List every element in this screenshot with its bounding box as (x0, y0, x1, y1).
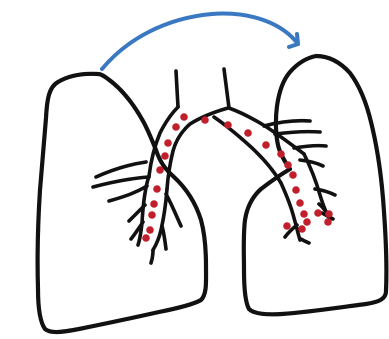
left-branch-upper (96, 162, 146, 177)
left-branch-lower-4 (166, 194, 181, 226)
red-dot (148, 211, 156, 219)
red-dot (153, 185, 161, 193)
red-dot (224, 121, 232, 129)
trachea-right-wall (224, 69, 229, 108)
spread-arrow (102, 14, 298, 69)
red-dot (324, 218, 332, 226)
red-dot (283, 222, 291, 230)
red-dot (292, 186, 300, 194)
red-dot (262, 141, 270, 149)
red-dot (298, 225, 306, 233)
right-branch-upper-1 (264, 121, 310, 126)
red-dot (303, 218, 311, 226)
red-dot (277, 150, 285, 158)
left-branch-middle (93, 177, 149, 187)
right-branch-middle-2 (300, 160, 323, 166)
left-branch-lower-6 (151, 250, 153, 263)
trachea-left-wall (176, 71, 178, 107)
red-dot (300, 210, 308, 218)
red-dot (284, 161, 292, 169)
right-branch-upper-2 (275, 132, 320, 134)
red-dot (244, 129, 252, 137)
right-branch-lower-4 (301, 239, 309, 243)
right-branch-middle-1 (294, 146, 326, 148)
red-dot (296, 199, 304, 207)
red-dot (172, 123, 180, 131)
red-dot (201, 116, 209, 124)
red-dot (325, 210, 333, 218)
left-branch-lower-1 (109, 186, 147, 201)
red-dot (161, 152, 169, 160)
red-dot (180, 113, 188, 121)
red-dot (289, 171, 297, 179)
arrow-curve (102, 14, 298, 69)
left-lung-outline (38, 74, 206, 332)
red-dot (164, 139, 172, 147)
left-branch-lower-5 (162, 226, 166, 249)
red-dot (146, 226, 154, 234)
red-dot (156, 166, 164, 174)
red-dot (150, 200, 158, 208)
red-dot (142, 234, 150, 242)
right-bronchus-lower-wall (214, 117, 281, 183)
red-dot (314, 209, 322, 217)
